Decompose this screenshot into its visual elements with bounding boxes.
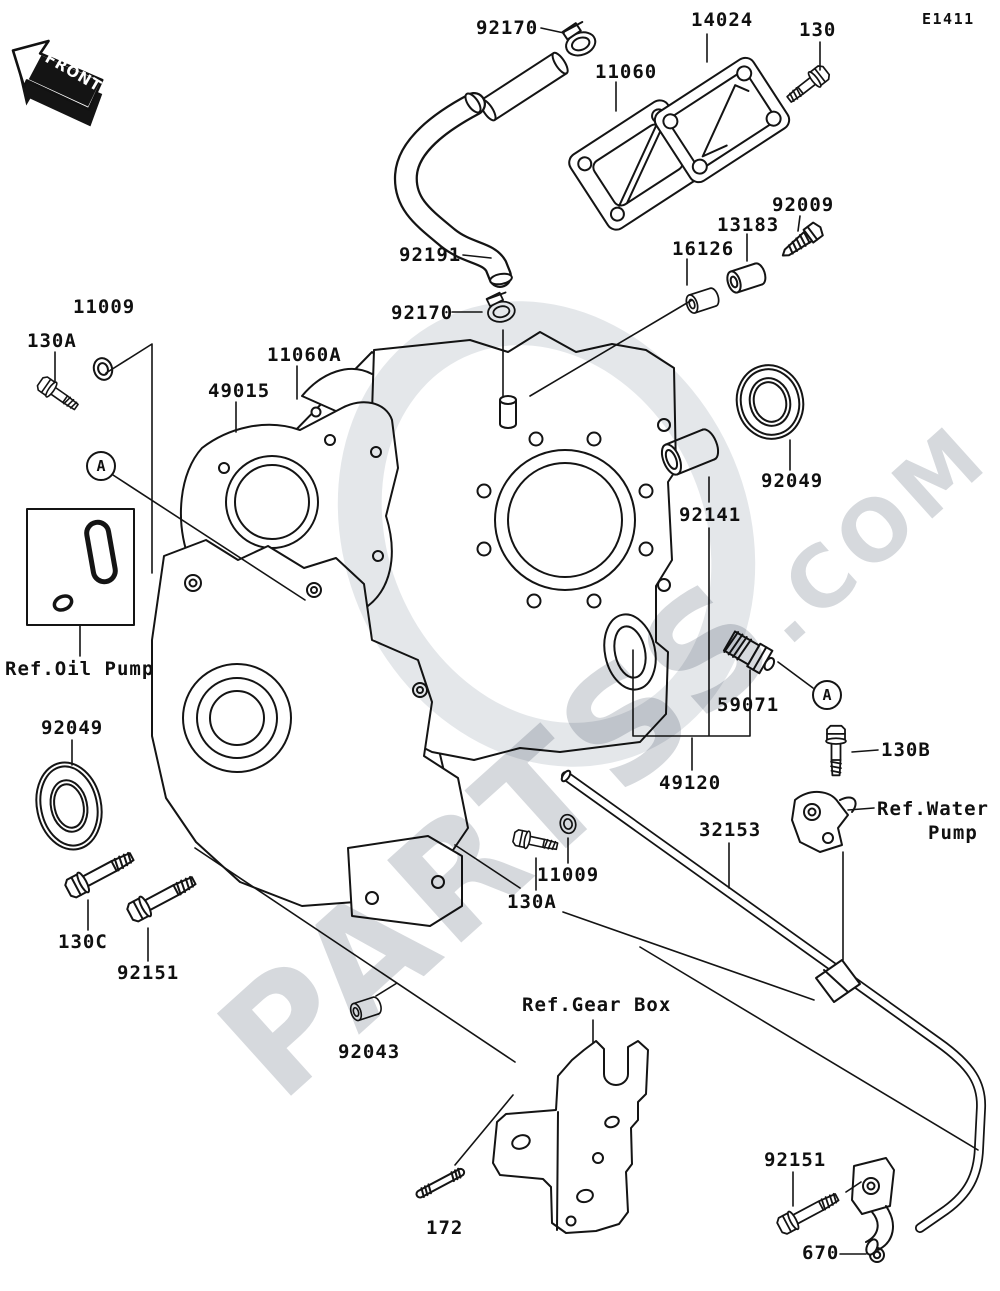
- callout-11060: 11060: [595, 61, 658, 83]
- callout-11060a: 11060A: [267, 344, 342, 366]
- stud-172-icon: [413, 1165, 467, 1201]
- detail-marker-a-upper-label: A: [96, 457, 106, 475]
- callout-49015: 49015: [208, 380, 271, 402]
- bolt-130c-icon: [61, 845, 138, 902]
- bolt-130-icon: [782, 62, 833, 108]
- diagram-code: E1411: [922, 10, 975, 28]
- callout-92141: 92141: [679, 504, 742, 526]
- callout-670: 670: [802, 1242, 840, 1264]
- callout-16126: 16126: [672, 238, 735, 260]
- callout-13183: 13183: [717, 214, 780, 236]
- bolt-130b-icon: [825, 724, 847, 777]
- oil-pump-inset-box: [26, 508, 135, 626]
- callout-92043: 92043: [338, 1041, 401, 1063]
- water-pump-bracket-icon: [791, 791, 857, 853]
- bolt-130a-upper-icon: [34, 373, 83, 415]
- bolt-92151-left-icon: [123, 869, 200, 926]
- seal-92049-right-icon: [735, 364, 805, 440]
- callout-11009-upper: 11009: [73, 296, 136, 318]
- front-arrow-icon: [11, 39, 104, 127]
- callout-130a-lower: 130A: [507, 891, 557, 913]
- detail-marker-a-upper: [86, 451, 116, 481]
- gear-box-bracket: [492, 1040, 649, 1234]
- callout-92049-right: 92049: [761, 470, 824, 492]
- ref-water-pump-label-line1: Ref.Water: [877, 798, 989, 820]
- callout-130c: 130C: [58, 931, 108, 953]
- callout-130a-upper: 130A: [27, 330, 77, 352]
- engine-crankcase-drawing: [151, 331, 677, 927]
- detail-marker-a-mid-label: A: [822, 686, 832, 704]
- callout-11009-lower: 11009: [537, 864, 600, 886]
- callout-14024: 14024: [691, 9, 754, 31]
- pipe-flange-fitting: [851, 1157, 895, 1256]
- callout-92151-left: 92151: [117, 962, 180, 984]
- callout-130: 130: [799, 19, 837, 41]
- callout-92049-left: 92049: [41, 717, 104, 739]
- mount-block: [347, 835, 463, 927]
- callout-92191: 92191: [399, 244, 462, 266]
- callout-92170-mid: 92170: [391, 302, 454, 324]
- callout-92009: 92009: [772, 194, 835, 216]
- breather-neck: [499, 395, 517, 429]
- clamp-92170-top-icon: [558, 17, 600, 61]
- bolt-92151-right-icon: [774, 1187, 843, 1238]
- hose-92191: [393, 51, 569, 288]
- pipe-32153: [560, 769, 987, 1233]
- callout-92170-top: 92170: [476, 17, 539, 39]
- bushing-92141-icon: [660, 428, 720, 476]
- cover-14024-part: [653, 56, 791, 184]
- plug-59071-icon: [722, 630, 776, 675]
- leader-lines: [54, 27, 979, 1255]
- bushing-13183-icon: [723, 260, 769, 296]
- callout-49120: 49120: [659, 772, 722, 794]
- ref-water-pump-label-line2: Pump: [928, 822, 978, 844]
- callout-32153: 32153: [699, 819, 762, 841]
- ref-gear-box-label: Ref.Gear Box: [522, 994, 672, 1016]
- pump-housing: [151, 539, 469, 907]
- screw-92009-icon: [777, 219, 827, 263]
- callout-59071: 59071: [717, 694, 780, 716]
- seal-92049-left-icon: [35, 761, 103, 851]
- callout-92151-right: 92151: [764, 1149, 827, 1171]
- detail-marker-a-mid: [812, 680, 842, 710]
- callout-130b: 130B: [881, 739, 931, 761]
- ref-oil-pump-label: Ref.Oil Pump: [5, 658, 155, 680]
- callout-172: 172: [426, 1217, 464, 1239]
